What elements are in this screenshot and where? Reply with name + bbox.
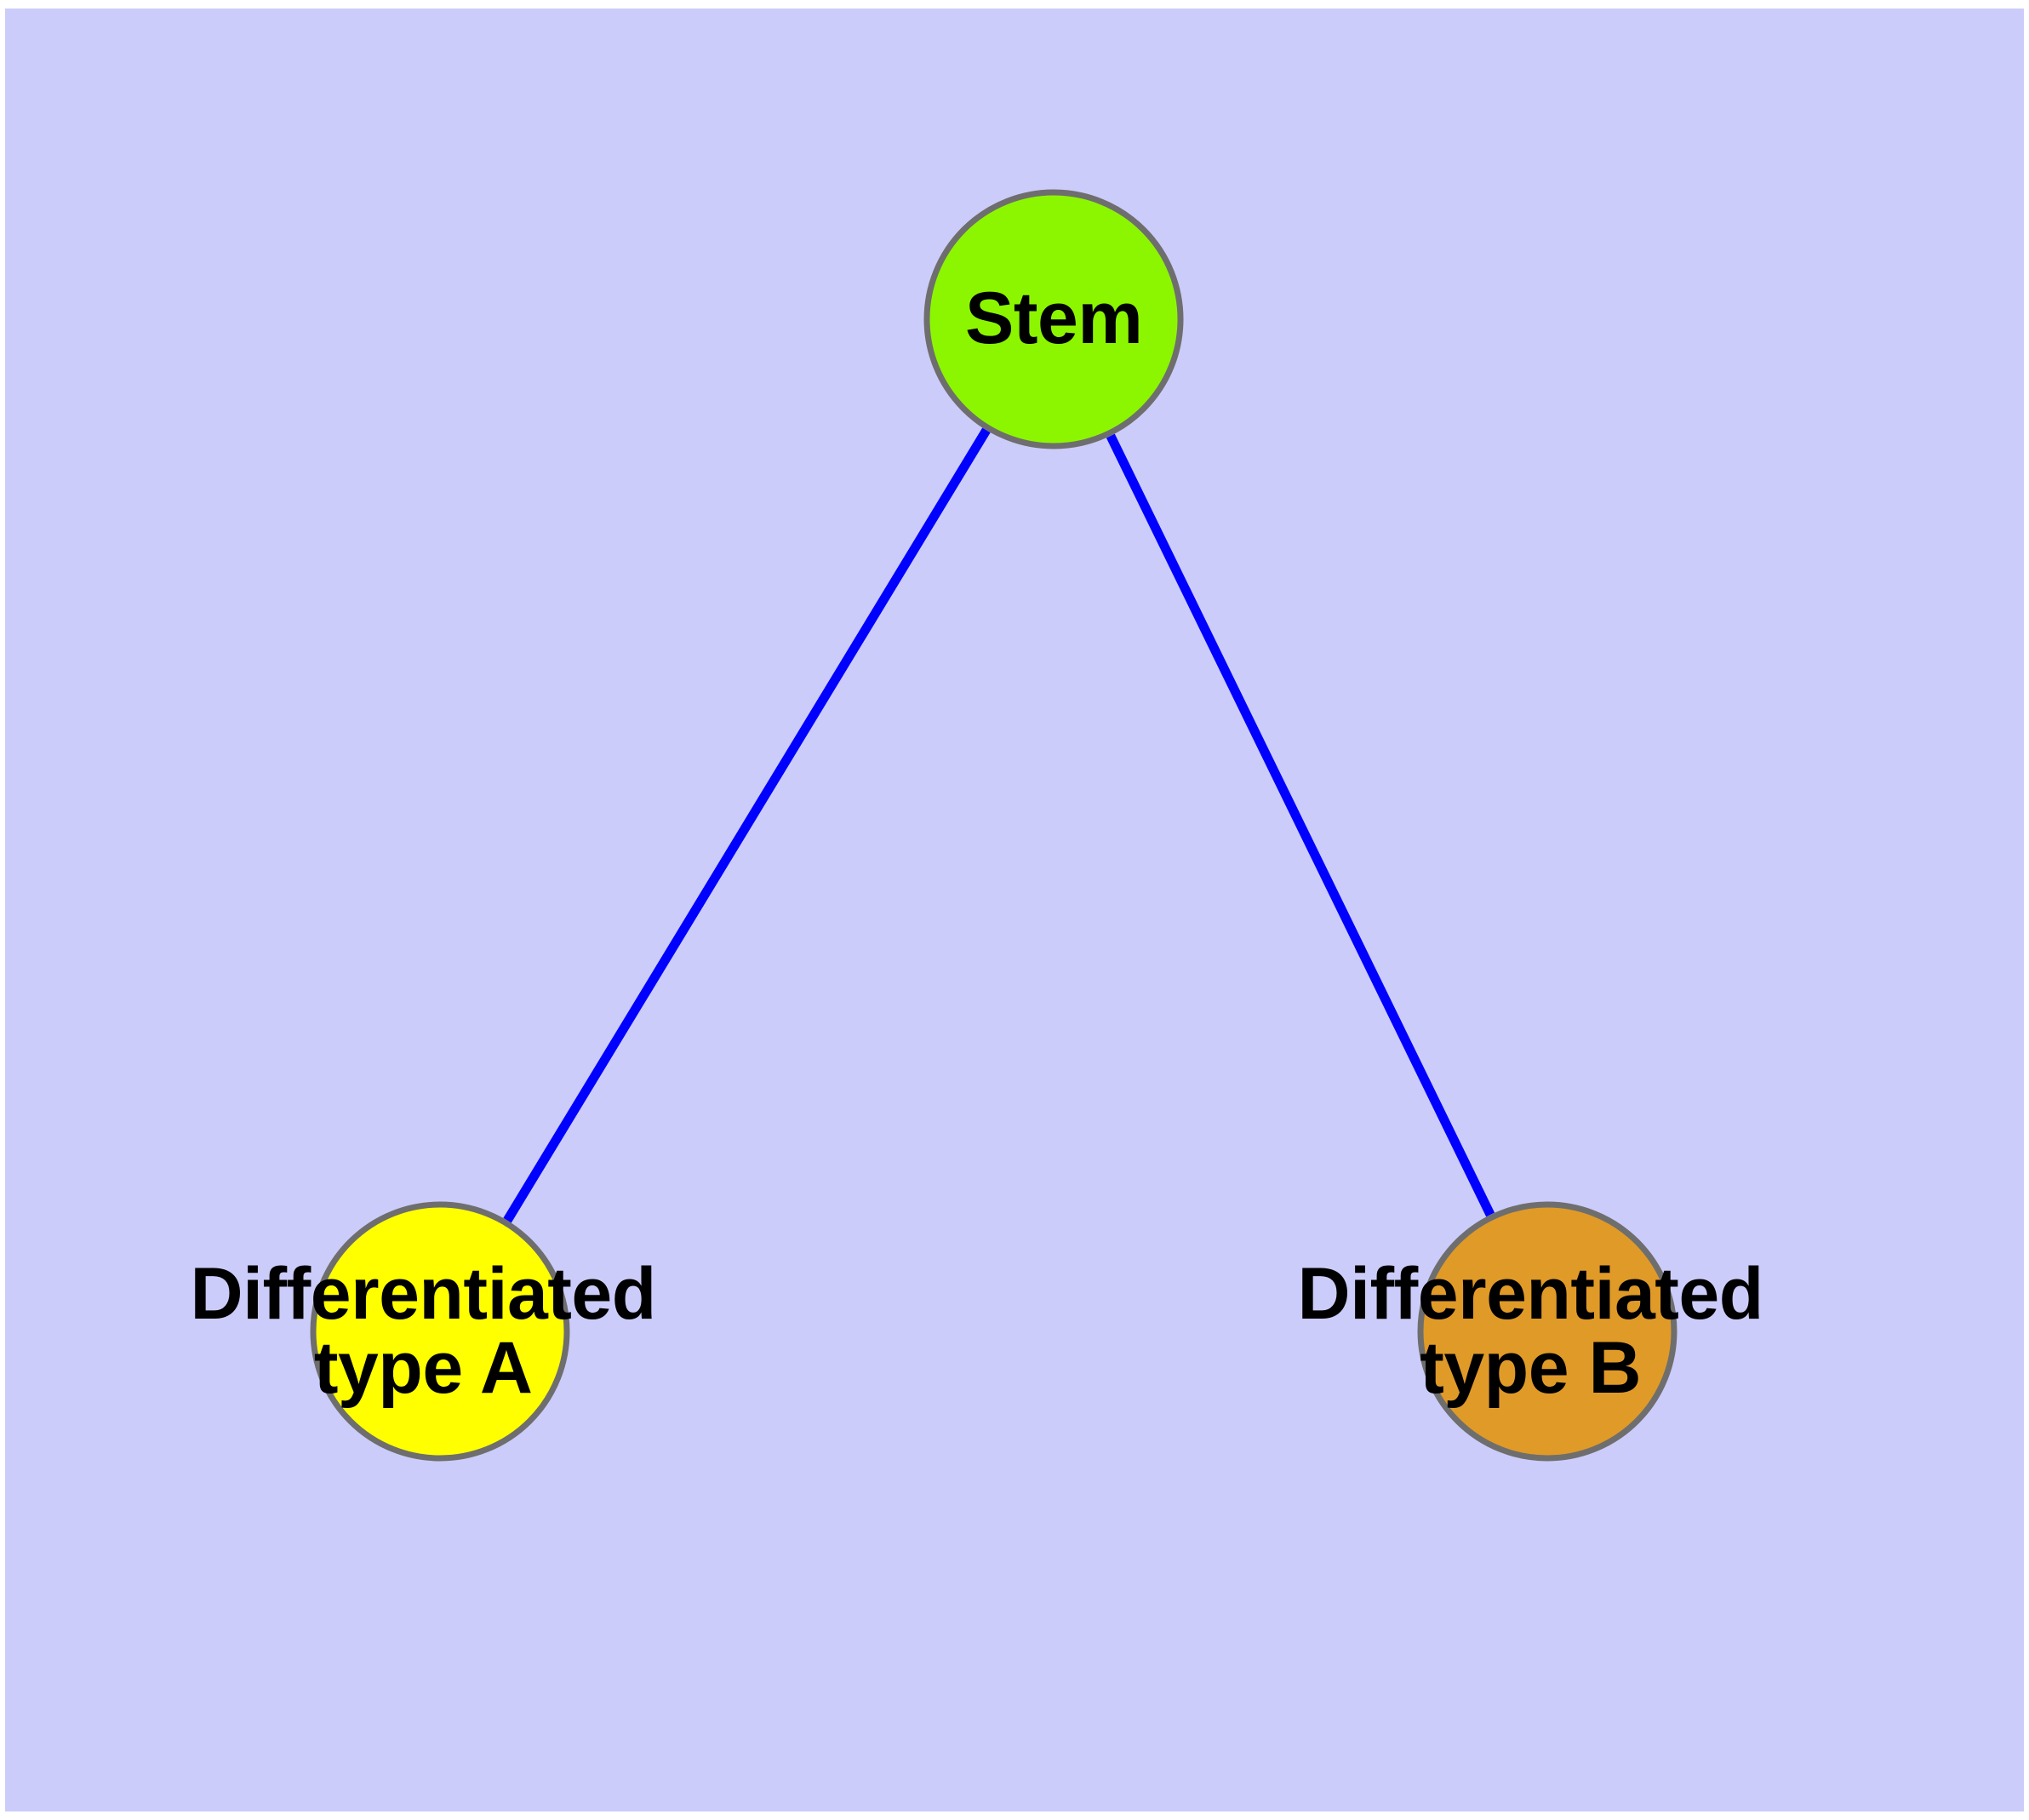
graph-edge xyxy=(503,427,991,1223)
graph-node-stem[interactable] xyxy=(923,189,1184,449)
nodes-layer xyxy=(310,189,1677,1462)
edges-layer xyxy=(503,427,1495,1223)
graph-node-diff_b[interactable] xyxy=(1417,1201,1677,1462)
graph-node-diff_a[interactable] xyxy=(310,1201,570,1462)
graph-edge xyxy=(1106,433,1495,1217)
